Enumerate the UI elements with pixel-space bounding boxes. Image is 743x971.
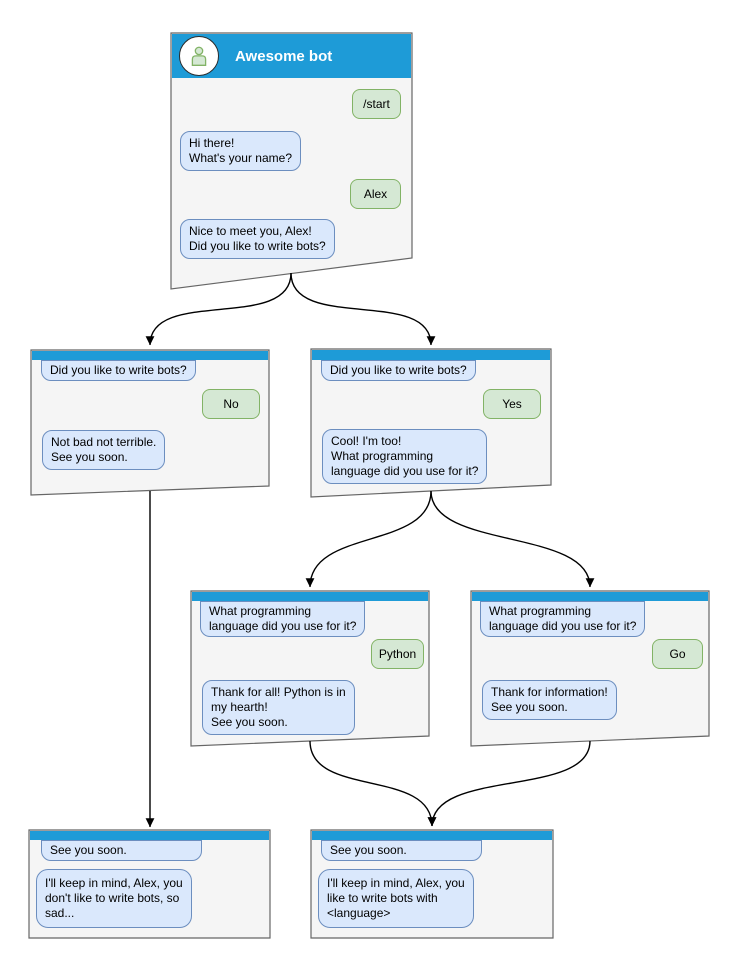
- chat-bubble-user: Yes: [483, 389, 541, 419]
- edge-main-to-no: [145, 272, 292, 346]
- chat-bubble-bot: Cool! I'm too! What programming language…: [322, 429, 488, 484]
- avatar: [179, 36, 219, 76]
- chat-bubble-bot: I'll keep in mind, Alex, you don't like …: [36, 869, 192, 928]
- context-bubble: What programming language did you use fo…: [200, 601, 366, 637]
- edge-main-to-yes: [290, 272, 436, 346]
- person-icon: [191, 46, 207, 66]
- context-bubble: Did you like to write bots?: [321, 360, 476, 381]
- chat-bubble-bot: Nice to meet you, Alex! Did you like to …: [180, 219, 335, 259]
- context-bubble: See you soon.: [321, 840, 482, 861]
- window-go-header: [472, 592, 708, 601]
- window-main-title: Awesome bot: [235, 48, 333, 65]
- window-end-yes-header: [312, 831, 552, 840]
- chat-bubble-bot: Hi there! What's your name?: [180, 131, 302, 171]
- chat-bubble-user: Python: [371, 639, 424, 669]
- context-bubble: What programming language did you use fo…: [480, 601, 646, 637]
- window-no-header: [32, 351, 268, 360]
- chat-bubble-user: /start: [352, 89, 401, 119]
- chat-bubble-bot: I'll keep in mind, Alex, you like to wri…: [318, 869, 474, 928]
- edge-yes-to-python: [305, 490, 432, 588]
- window-python-header: [192, 592, 428, 601]
- window-end-no-header: [30, 831, 269, 840]
- chat-bubble-user: Go: [652, 639, 703, 669]
- window-yes-header: [312, 350, 550, 360]
- chat-bubble-bot: Thank for all! Python is in my hearth! S…: [202, 680, 355, 735]
- chat-bubble-user: No: [202, 389, 260, 419]
- context-bubble: Did you like to write bots?: [41, 360, 196, 381]
- edge-python-to-end-yes: [309, 740, 437, 827]
- chat-bubble-bot: Not bad not terrible. See you soon.: [42, 430, 166, 470]
- edge-yes-to-go: [430, 490, 595, 588]
- chat-bubble-bot: Thank for information! See you soon.: [482, 680, 617, 720]
- edge-go-to-end-yes: [427, 740, 591, 827]
- chat-bubble-user: Alex: [350, 179, 401, 209]
- context-bubble: See you soon.: [41, 840, 202, 861]
